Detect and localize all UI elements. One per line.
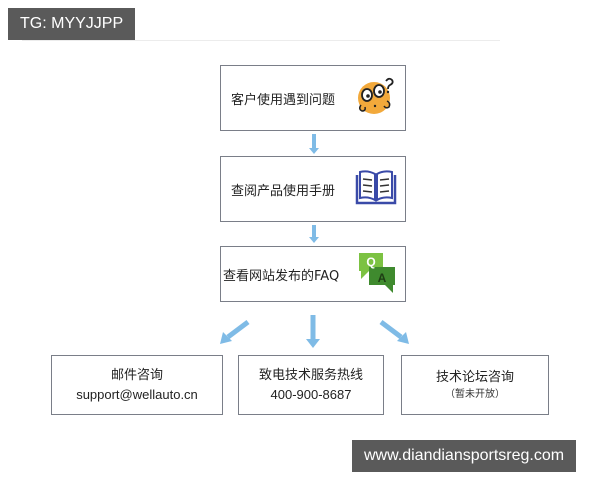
step-read-manual: 查阅产品使用手册 (220, 156, 406, 222)
qa-chat-icon: Q A (357, 251, 397, 297)
svg-text:A: A (378, 271, 387, 285)
option-email-address: support@wellauto.cn (76, 387, 198, 402)
option-title: 致电技术服务热线 (258, 368, 363, 383)
step-check-faq: 查看网站发布的FAQ Q A (220, 246, 406, 302)
option-title: 邮件咨询 (110, 368, 163, 383)
step-label: 客户使用遇到问题 (231, 92, 336, 108)
arrow-down-2 (309, 225, 319, 243)
open-book-icon (355, 169, 397, 209)
svg-text:Q: Q (366, 255, 375, 269)
confused-face-icon (355, 75, 397, 121)
watermark-top: TG: MYYJJPP (8, 8, 136, 40)
arrow-to-hotline (306, 315, 320, 348)
option-note: （暂未开放） (445, 389, 505, 400)
step-label: 查阅产品使用手册 (231, 183, 336, 199)
option-phone-number: 400-900-8687 (270, 387, 352, 402)
option-hotline: 致电技术服务热线 400-900-8687 (238, 355, 384, 415)
step-customer-issue: 客户使用遇到问题 (220, 65, 406, 131)
divider (22, 40, 500, 41)
option-forum: 技术论坛咨询 （暂未开放） (401, 355, 549, 415)
arrow-to-forum (379, 320, 409, 344)
arrow-to-email (220, 320, 250, 344)
option-email: 邮件咨询 support@wellauto.cn (51, 355, 223, 415)
arrow-down-1 (309, 134, 319, 154)
step-label: 查看网站发布的FAQ (223, 268, 340, 284)
watermark-bottom: www.diandiansportsreg.com (352, 440, 577, 472)
option-title: 技术论坛咨询 (435, 370, 514, 385)
